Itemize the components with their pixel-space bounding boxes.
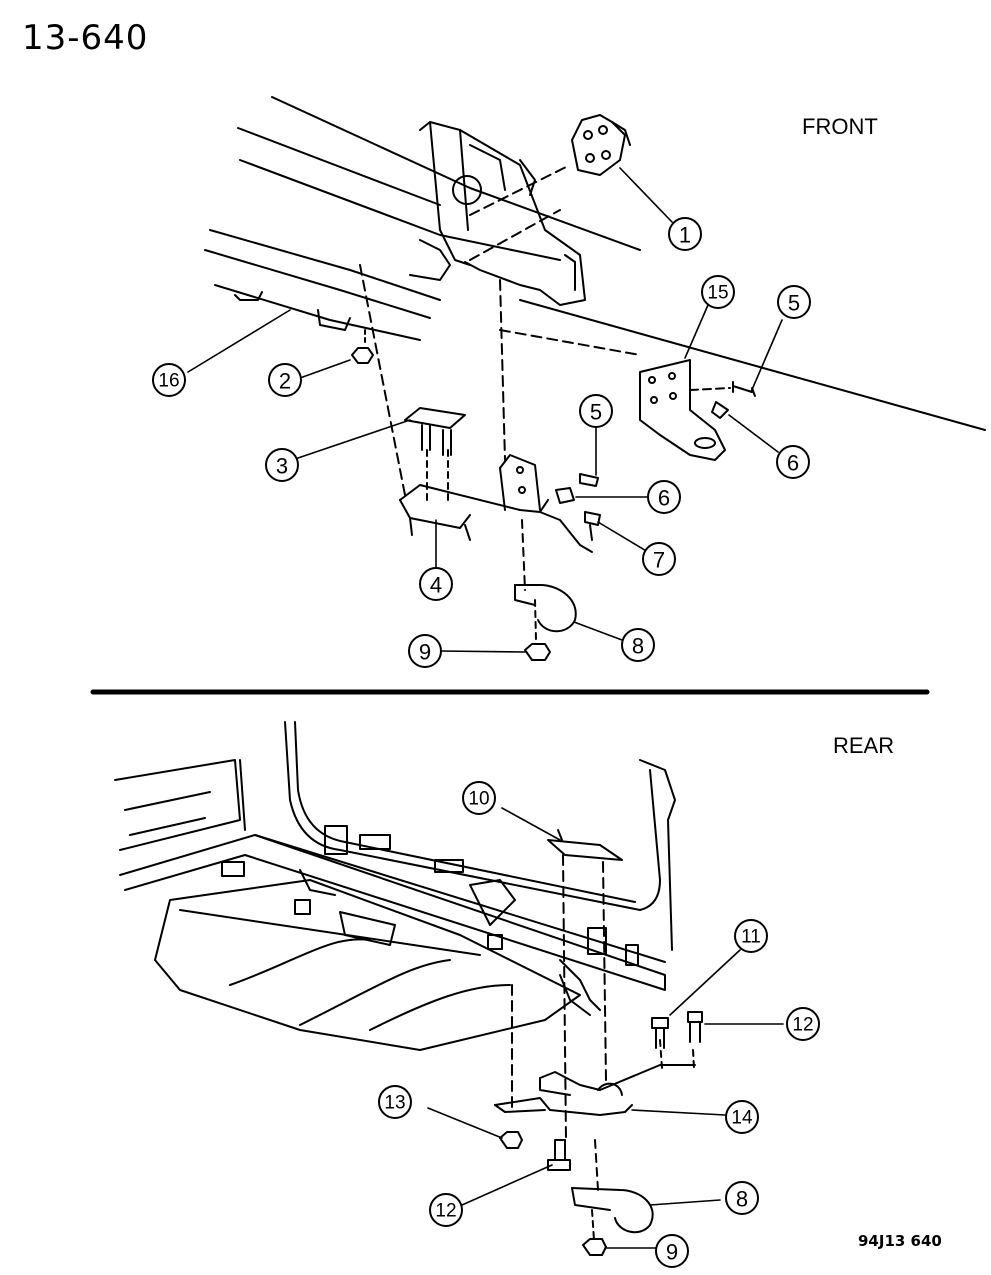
callout-11 [734, 919, 768, 953]
callout-9a [408, 634, 442, 668]
callout-5a-number: 5 [788, 291, 800, 316]
callout-6a-number: 6 [787, 451, 799, 476]
callout-5a [777, 285, 811, 319]
callout-3 [265, 448, 299, 482]
callout-6b-number: 6 [658, 486, 670, 511]
callout-5b-number: 5 [590, 400, 602, 425]
callout-12a [786, 1007, 820, 1041]
callout-6b [647, 480, 681, 514]
callout-8a-number: 8 [632, 634, 644, 659]
callout-9a-number: 9 [419, 640, 431, 665]
callout-8b-number: 8 [736, 1187, 748, 1212]
callout-7-number: 7 [653, 548, 665, 573]
callout-14 [725, 1100, 759, 1134]
callout-15-number: 15 [707, 283, 728, 304]
callout-16-number: 16 [158, 371, 179, 392]
callout-4 [419, 567, 453, 601]
callout-1-number: 1 [679, 223, 691, 248]
front-leader-lines [187, 167, 783, 653]
figure-code: 94J13 640 [858, 1232, 942, 1250]
callout-13 [378, 1085, 412, 1119]
callout-9b [655, 1234, 689, 1268]
callout-9b-number: 9 [666, 1240, 678, 1265]
callout-2-number: 2 [279, 369, 291, 394]
callout-12a-number: 12 [792, 1015, 813, 1036]
callout-12b [429, 1193, 463, 1227]
page-number: 13-640 [22, 18, 149, 58]
callout-8a [621, 628, 655, 662]
callout-14-number: 14 [731, 1108, 753, 1129]
callout-8b [725, 1181, 759, 1215]
callout-3-number: 3 [276, 454, 288, 479]
callout-10 [462, 781, 496, 815]
callout-2 [268, 363, 302, 397]
callout-10-number: 10 [468, 789, 489, 810]
callout-13-number: 13 [384, 1093, 405, 1114]
rear-leader-lines [427, 807, 784, 1249]
callout-5b [579, 394, 613, 428]
callout-7 [642, 542, 676, 576]
callout-16 [152, 363, 186, 397]
callout-1 [668, 217, 702, 251]
rear-body-drawing [114, 721, 703, 1256]
front-frame-rail-drawing [204, 96, 986, 661]
callout-4-number: 4 [430, 573, 442, 598]
front-section-label: FRONT [802, 114, 878, 139]
callout-11-number: 11 [741, 927, 761, 948]
callout-12b-number: 12 [435, 1201, 456, 1222]
rear-section-label: REAR [833, 733, 895, 758]
callout-15 [701, 275, 735, 309]
callout-6a [776, 445, 810, 479]
